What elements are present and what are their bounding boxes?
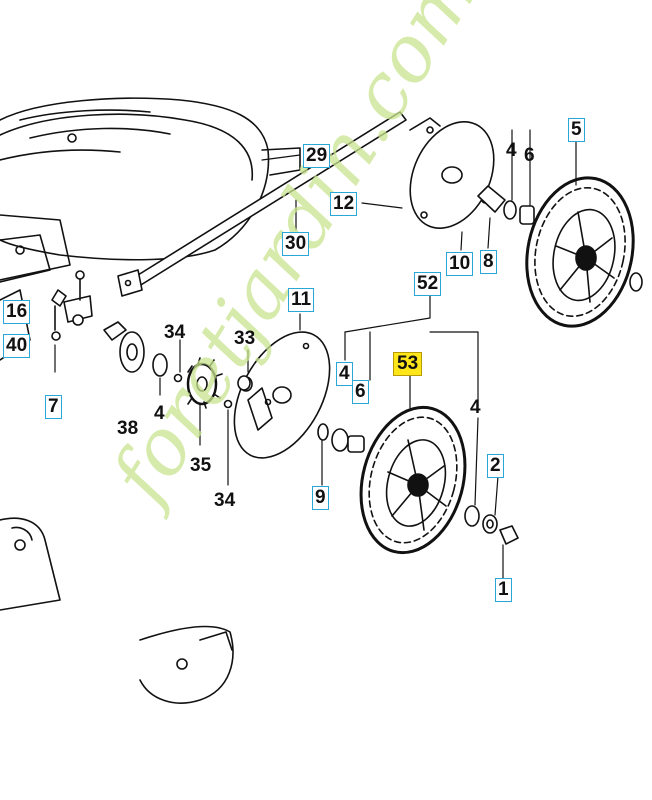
- callout-11: 11: [288, 288, 315, 312]
- callout-30: 30: [282, 232, 310, 256]
- lower-washers: [317, 423, 365, 453]
- callout-29: 29: [303, 144, 331, 168]
- callout-34-top: 34: [164, 322, 186, 343]
- callout-33: 33: [234, 328, 256, 349]
- callout-35: 35: [190, 455, 212, 476]
- callout-52: 52: [414, 272, 442, 296]
- callout-8: 8: [480, 250, 497, 274]
- callout-2: 2: [487, 454, 504, 478]
- gear-assembly: [103, 321, 251, 409]
- callout-4-middle: 4: [336, 362, 353, 386]
- callout-1: 1: [495, 578, 512, 602]
- chassis-bracket: [0, 517, 234, 704]
- outer-fasteners: [464, 505, 519, 545]
- lower-wheel: [359, 405, 467, 555]
- upper-wheel: [525, 176, 643, 328]
- callout-6-middle: 6: [352, 380, 369, 404]
- callout-10: 10: [446, 252, 474, 276]
- callout-12: 12: [330, 192, 358, 216]
- upper-hub-disc: [409, 117, 535, 230]
- callout-4-left: 4: [154, 403, 165, 424]
- callout-4-top: 4: [506, 140, 517, 161]
- callout-5: 5: [568, 118, 585, 142]
- callout-53: 53: [393, 352, 423, 376]
- callout-38: 38: [117, 418, 139, 439]
- callout-9: 9: [312, 486, 329, 510]
- callout-6-top: 6: [524, 145, 535, 166]
- axle-rod: [117, 111, 407, 297]
- callout-4-right: 4: [470, 397, 481, 418]
- mower-deck: [0, 97, 301, 361]
- callout-16: 16: [3, 300, 31, 324]
- leader-lines: [54, 129, 577, 579]
- height-bracket: [51, 270, 93, 341]
- callout-40: 40: [3, 334, 31, 358]
- callout-7: 7: [45, 395, 62, 419]
- callout-34-bottom: 34: [214, 490, 236, 511]
